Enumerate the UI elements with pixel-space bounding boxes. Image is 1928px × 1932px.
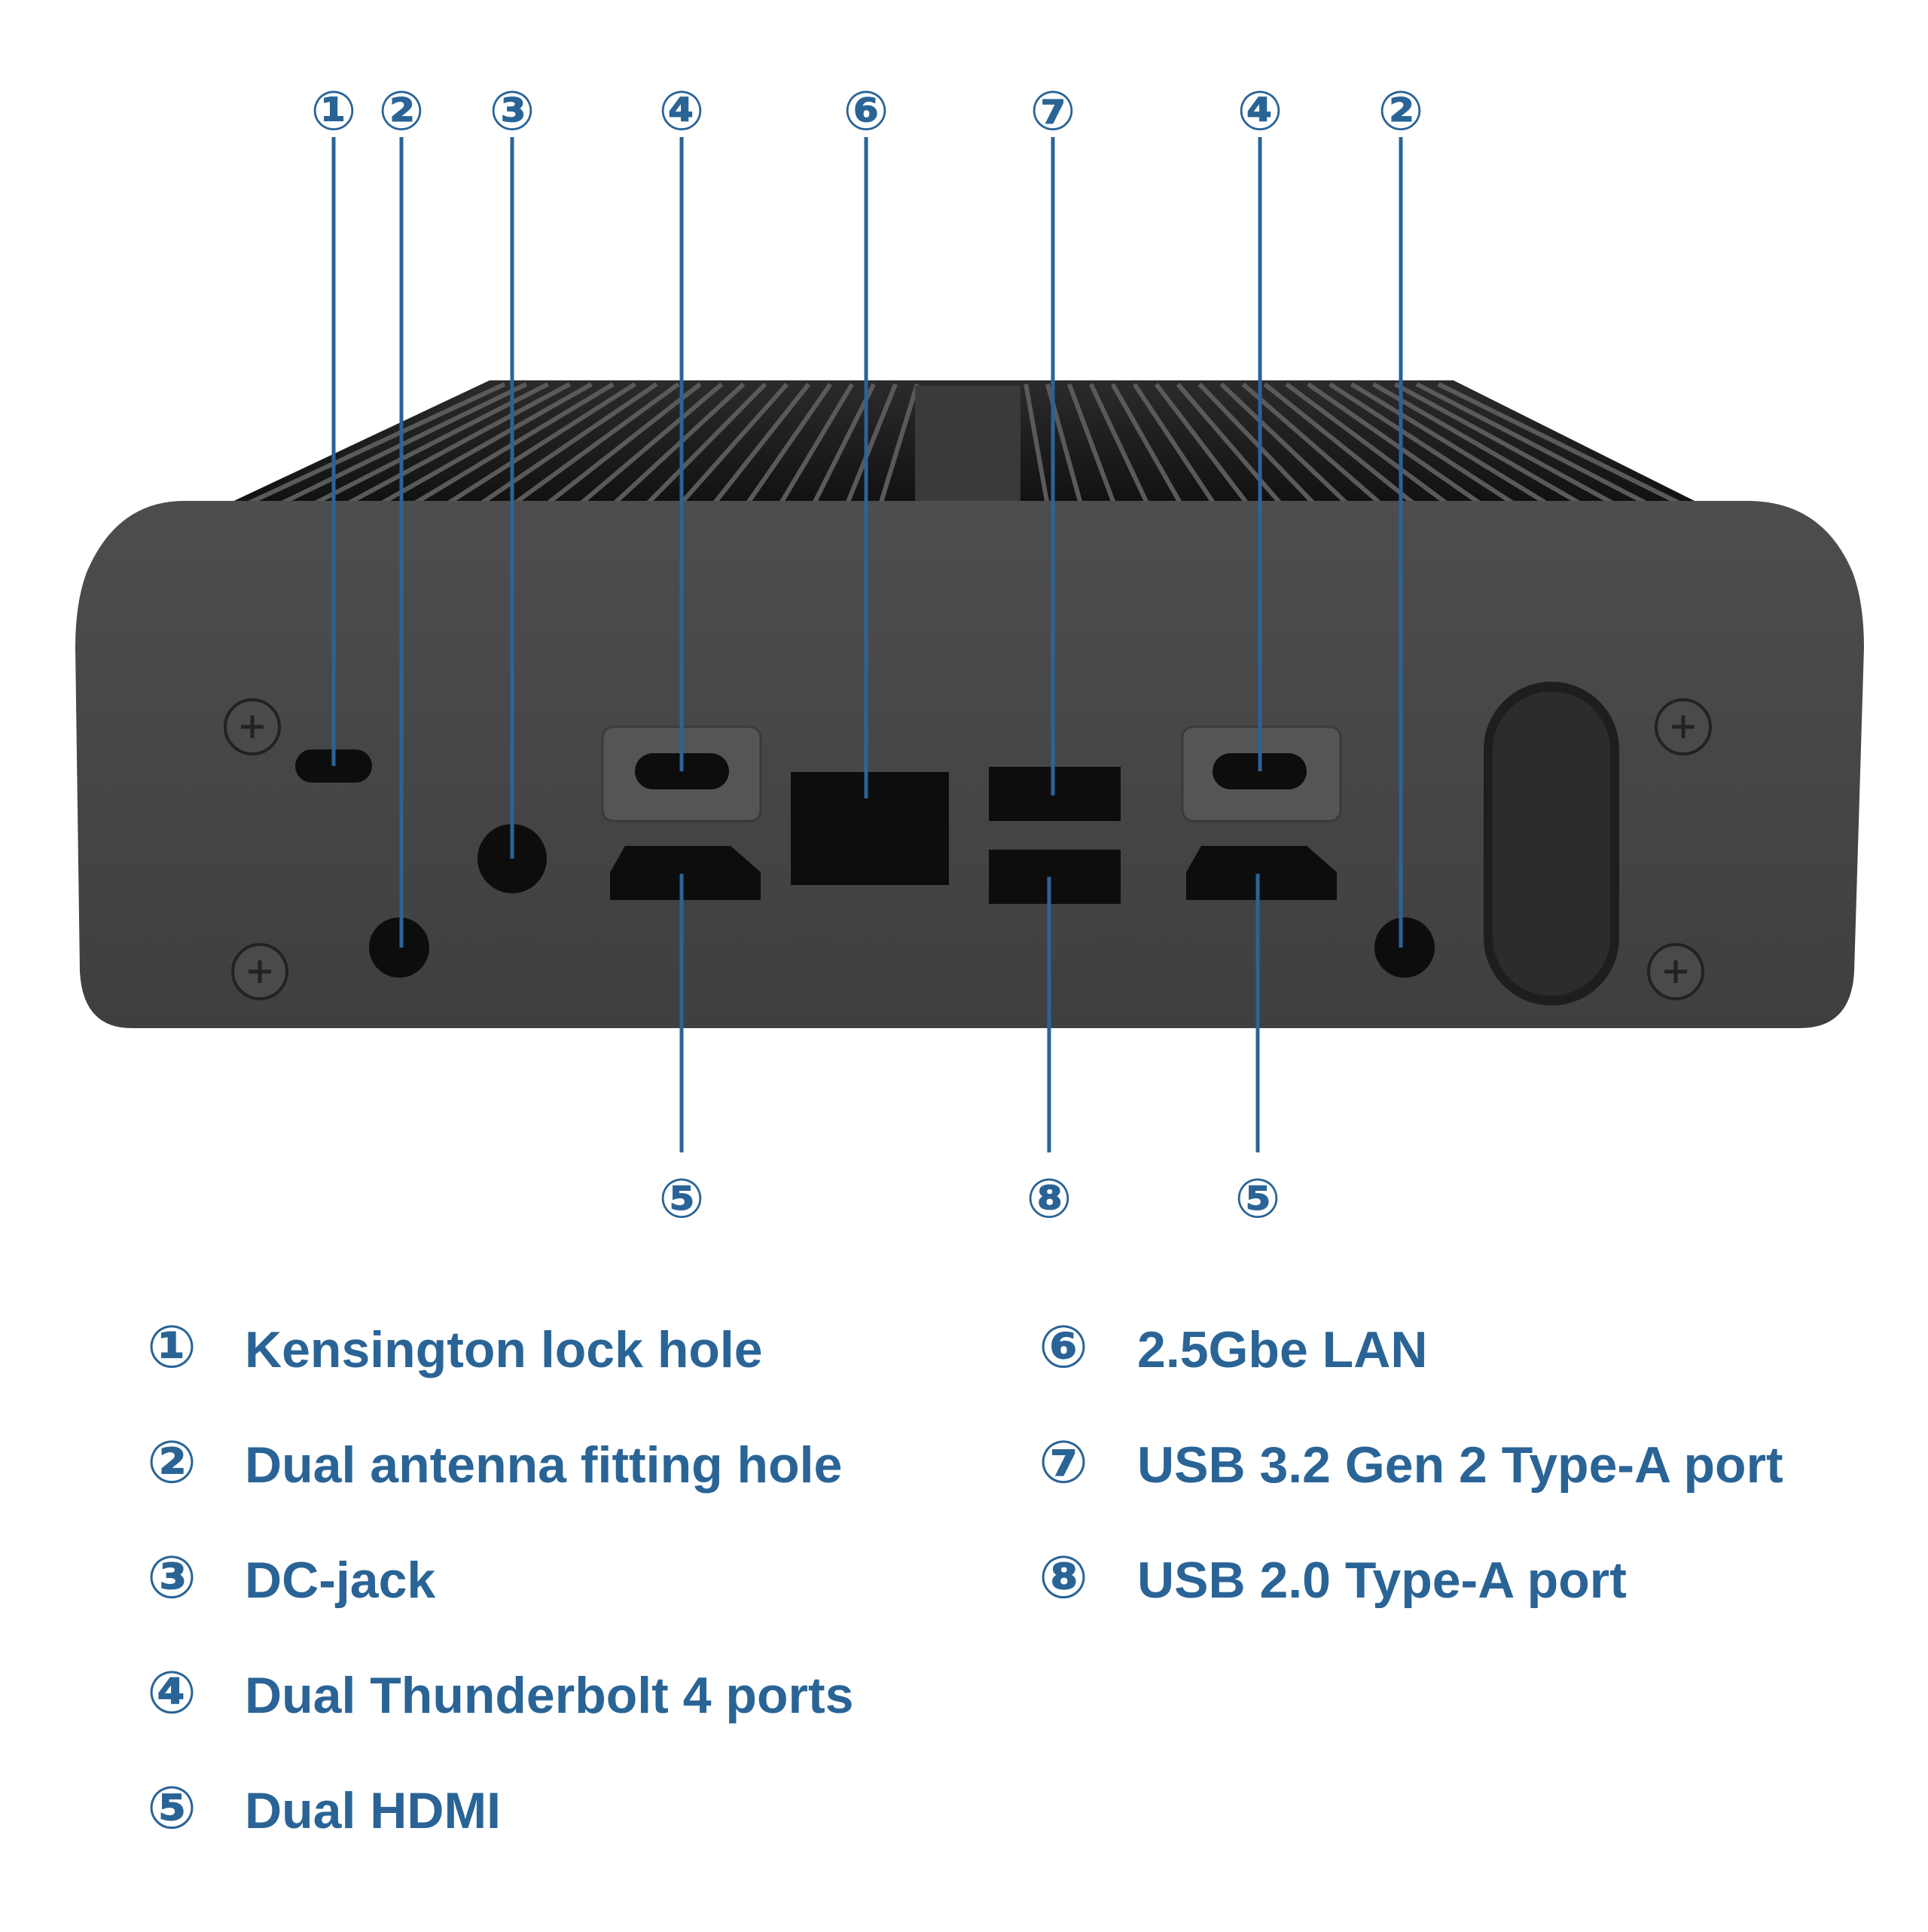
heatsink-fin xyxy=(1088,383,1149,505)
antenna-hole-right xyxy=(1374,917,1435,978)
power-button xyxy=(1493,691,1610,996)
heatsink-fin xyxy=(546,382,702,505)
heatsink-fin xyxy=(1415,382,1648,505)
heatsink-fin xyxy=(1371,382,1581,505)
heatsink-fin xyxy=(1219,382,1349,505)
legend-label: Dual HDMI xyxy=(245,1782,501,1839)
heatsink-fin xyxy=(812,383,876,505)
screw-bottom-right xyxy=(1647,943,1704,1000)
heatsink-fin xyxy=(447,382,636,505)
callout-label: ② xyxy=(379,81,425,142)
legend-number: ① xyxy=(147,1314,197,1380)
callout-label: ④ xyxy=(1237,81,1283,142)
heatsink-fins xyxy=(226,380,1702,505)
heatsink-fin xyxy=(878,383,920,504)
heatsink-fin xyxy=(347,382,571,505)
legend-number: ⑤ xyxy=(147,1775,197,1841)
legend-item: ⑧ USB 2.0 Type-A port xyxy=(1039,1544,1627,1610)
legend-item: ⑥ 2.5Gbe LAN xyxy=(1039,1314,1427,1380)
legend-item: ③ DC-jack xyxy=(147,1544,435,1610)
hdmi-port-right xyxy=(1186,846,1337,900)
legend-number: ④ xyxy=(147,1659,197,1726)
legend-number: ⑧ xyxy=(1039,1544,1088,1610)
heatsink-fin xyxy=(1329,382,1515,505)
legend-number: ⑥ xyxy=(1039,1314,1088,1380)
legend-label: Dual Thunderbolt 4 ports xyxy=(245,1667,853,1724)
heatsink-fin xyxy=(413,382,615,505)
callout-label: ① xyxy=(311,81,357,142)
legend: ① Kensington lock hole ② Dual antenna fi… xyxy=(147,1314,1783,1841)
antenna-hole-left xyxy=(369,917,429,978)
usb-20-port xyxy=(989,850,1121,904)
callout-label: ⑤ xyxy=(1235,1169,1281,1229)
heatsink-fin xyxy=(1197,382,1316,505)
legend-item: ④ Dual Thunderbolt 4 ports xyxy=(147,1659,853,1726)
heatsink-fin xyxy=(1285,382,1448,505)
heatsink-fin xyxy=(380,382,593,505)
heatsink-fin xyxy=(1393,382,1615,505)
callout-label: ② xyxy=(1378,81,1424,142)
screw-bottom-left xyxy=(231,943,288,1000)
heatsink-fin xyxy=(712,383,811,505)
legend-number: ⑦ xyxy=(1039,1429,1088,1495)
heatsink-fin xyxy=(779,383,854,505)
heatsink-fin xyxy=(1110,383,1182,505)
heatsink-fin xyxy=(579,382,724,505)
legend-item: ⑦ USB 3.2 Gen 2 Type-A port xyxy=(1039,1429,1783,1495)
lan-port xyxy=(791,772,949,885)
legend-label: Kensington lock hole xyxy=(245,1321,763,1378)
heatsink-fin xyxy=(1132,383,1216,505)
heatsink-fin xyxy=(1066,383,1116,505)
callout-label: ⑦ xyxy=(1030,81,1076,142)
heatsink-fin xyxy=(1350,382,1548,505)
callout-label: ③ xyxy=(490,81,535,142)
legend-number: ③ xyxy=(147,1544,197,1610)
callout-label: ④ xyxy=(659,81,705,142)
legend-number: ② xyxy=(147,1429,197,1495)
front-panel xyxy=(75,501,1864,1028)
heatsink-fin xyxy=(314,382,550,505)
heatsink-fin xyxy=(1263,382,1415,505)
heatsink-fin xyxy=(613,382,746,505)
legend-label: 2.5Gbe LAN xyxy=(1137,1321,1427,1378)
screw-top-left xyxy=(224,698,281,755)
heatsink-fin xyxy=(1437,382,1681,505)
heatsink-fin xyxy=(746,383,833,505)
heatsink-fin xyxy=(1307,382,1481,505)
heatsink-fin xyxy=(247,382,506,505)
heatsink-fin xyxy=(1023,383,1050,504)
heatsink-fin xyxy=(1241,382,1382,505)
screw-top-right xyxy=(1655,698,1712,755)
legend-label: USB 3.2 Gen 2 Type-A port xyxy=(1137,1436,1783,1494)
callout-label: ⑥ xyxy=(844,81,889,142)
heatsink-fin xyxy=(280,382,528,505)
heatsink-fin xyxy=(679,383,789,505)
callout-label: ⑧ xyxy=(1027,1169,1072,1229)
legend-item: ⑤ Dual HDMI xyxy=(147,1775,501,1841)
callout-label: ⑤ xyxy=(659,1169,705,1229)
legend-label: USB 2.0 Type-A port xyxy=(1137,1552,1627,1609)
legend-label: Dual antenna fitting hole xyxy=(245,1436,842,1494)
hdmi-port-left xyxy=(610,846,761,900)
heatsink-fin xyxy=(513,382,680,505)
legend-label: DC-jack xyxy=(245,1552,435,1609)
heatsink-fin xyxy=(1176,383,1283,505)
heatsink-center-band xyxy=(915,386,1020,505)
heatsink-fin xyxy=(1154,383,1249,505)
heatsink-fin xyxy=(646,382,767,505)
heatsink-fin xyxy=(845,383,898,505)
callout-lines xyxy=(331,137,1403,1152)
legend-item: ① Kensington lock hole xyxy=(147,1314,763,1380)
legend-item: ② Dual antenna fitting hole xyxy=(147,1429,842,1495)
